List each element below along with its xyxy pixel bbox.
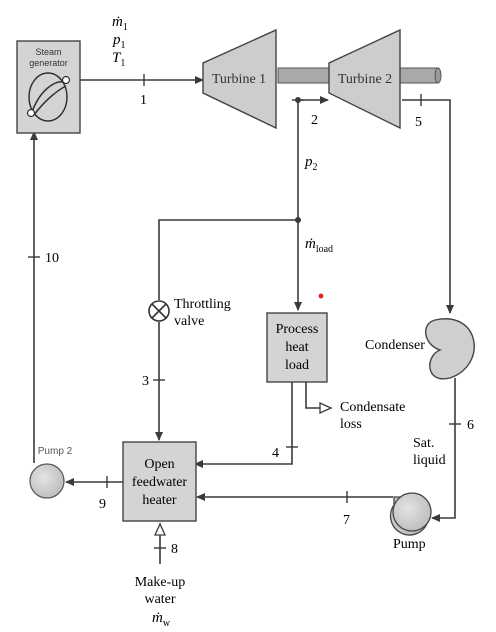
label-p2: p2 bbox=[304, 154, 318, 173]
label-mdot-w: ṁw bbox=[152, 610, 171, 629]
state-label-9: 9 bbox=[99, 497, 106, 512]
state-label-3: 3 bbox=[142, 374, 149, 389]
pump-2-label: Pump 2 bbox=[38, 446, 73, 457]
makeup-label-line2: water bbox=[144, 592, 175, 607]
inlet-T: T1 bbox=[112, 50, 125, 69]
state-label-8: 8 bbox=[171, 542, 178, 557]
pump-1 bbox=[389, 492, 432, 536]
throttling-valve-label-line1: Throttling bbox=[174, 297, 231, 312]
boiler-port-bottom bbox=[26, 108, 36, 118]
pump-1-label: Pump bbox=[393, 537, 426, 552]
label-mdot-load: ṁload bbox=[305, 236, 333, 255]
red-marker-dot bbox=[318, 293, 324, 299]
sat-liquid-label-line1: Sat. bbox=[413, 436, 434, 451]
sat-liquid-label-line2: liquid bbox=[413, 453, 446, 468]
line-state-4 bbox=[194, 382, 293, 468]
turbine-1-label: Turbine 1 bbox=[212, 72, 266, 87]
condenser-label: Condenser bbox=[365, 338, 425, 353]
state-label-1: 1 bbox=[140, 93, 147, 108]
condenser bbox=[425, 318, 475, 380]
turbine-1: Turbine 1 bbox=[202, 28, 277, 130]
state-label-10: 10 bbox=[45, 251, 59, 266]
boiler-port-top bbox=[61, 75, 71, 85]
feedwater-heater-label-line2: feedwater bbox=[132, 475, 188, 490]
line-condensate-loss bbox=[305, 382, 333, 415]
makeup-label-line1: Make-up bbox=[135, 575, 186, 590]
state-label-5: 5 bbox=[415, 115, 422, 130]
turbine-2: Turbine 2 bbox=[328, 28, 401, 130]
state-label-6: 6 bbox=[467, 418, 474, 433]
throttling-valve-icon bbox=[148, 300, 170, 322]
steam-generator-label-line1: Steam bbox=[35, 47, 61, 57]
process-heat-load: Process heat load bbox=[266, 312, 328, 383]
line-state-6 bbox=[431, 378, 456, 522]
state-label-2: 2 bbox=[311, 113, 318, 128]
condensate-loss-label-line2: loss bbox=[340, 417, 362, 432]
process-heat-label-line1: Process bbox=[276, 322, 319, 337]
line-to-throttling-valve bbox=[158, 219, 298, 300]
turbine-2-label: Turbine 2 bbox=[338, 72, 392, 87]
open-feedwater-heater: Open feedwater heater bbox=[122, 441, 197, 522]
state-label-4: 4 bbox=[272, 446, 279, 461]
steam-generator-label-line2: generator bbox=[29, 58, 68, 68]
process-heat-label-line2: heat bbox=[285, 340, 308, 355]
state-label-7: 7 bbox=[343, 513, 350, 528]
process-heat-label-line3: load bbox=[285, 358, 309, 373]
steam-generator: Steam generator bbox=[16, 40, 81, 134]
inlet-mdot: ṁ1 bbox=[112, 14, 128, 33]
feedwater-heater-label-line1: Open bbox=[144, 457, 174, 472]
shaft-end bbox=[434, 67, 442, 84]
throttling-valve-label-line2: valve bbox=[174, 314, 204, 329]
inlet-p: p1 bbox=[112, 32, 126, 51]
line-state-5 bbox=[402, 99, 454, 314]
feedwater-heater-label-line3: heater bbox=[142, 493, 177, 508]
pump-2: Pump 2 bbox=[29, 446, 73, 499]
state-ticks bbox=[28, 74, 461, 549]
boiler-tubes-icon bbox=[28, 72, 68, 122]
condensate-loss-label-line1: Condensate bbox=[340, 400, 405, 415]
